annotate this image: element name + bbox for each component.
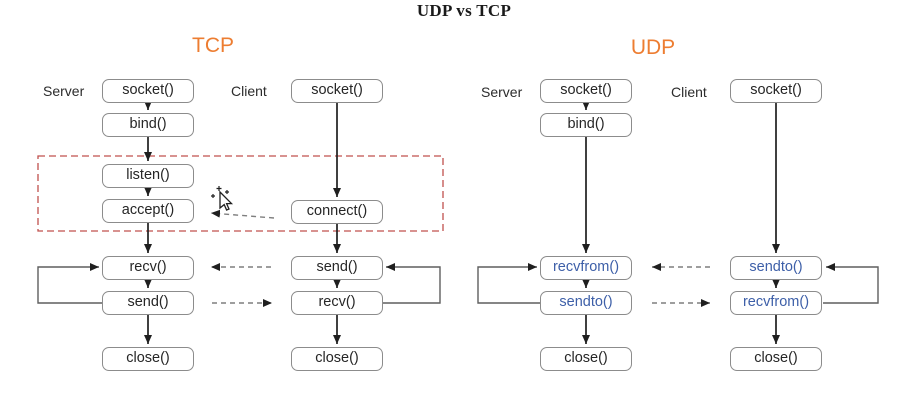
udp-client-label: Client [671, 84, 707, 100]
udp-section-header: UDP [630, 36, 676, 59]
tcp-client-recv-node: recv() [291, 291, 383, 315]
tcp-server-bind-node: bind() [102, 113, 194, 137]
dashed-exchange-arrows [210, 209, 710, 307]
tcp-section-header: TCP [192, 34, 234, 57]
tcp-server-label: Server [43, 83, 85, 99]
tcp-server-close-node: close() [102, 347, 194, 371]
tcp-client-socket-node: socket() [291, 79, 383, 103]
tcp-server-recv-node: recv() [102, 256, 194, 280]
udp-client-recvfrom-node: recvfrom() [730, 291, 822, 315]
udp-server-label: Server [481, 84, 523, 100]
udp-flow-arrows [582, 101, 780, 344]
tcp-flow-arrows [144, 101, 341, 344]
udp-server-sendto-node: sendto() [540, 291, 632, 315]
tcp-server-socket-node: socket() [102, 79, 194, 103]
page-title: UDP vs TCP [416, 1, 512, 20]
loop-arrows [37, 263, 879, 304]
udp-server-close-node: close() [540, 347, 632, 371]
udp-server-bind-node: bind() [540, 113, 632, 137]
tcp-client-send-node: send() [291, 256, 383, 280]
mouse-cursor-icon [211, 186, 234, 211]
udp-server-recvfrom-node: recvfrom() [540, 256, 632, 280]
tcp-server-accept-node: accept() [102, 199, 194, 223]
tcp-client-close-node: close() [291, 347, 383, 371]
tcp-client-label: Client [231, 83, 267, 99]
tcp-server-listen-node: listen() [102, 164, 194, 188]
tcp-handshake-dashed-region [37, 155, 444, 232]
udp-server-socket-node: socket() [540, 79, 632, 103]
udp-client-close-node: close() [730, 347, 822, 371]
udp-client-socket-node: socket() [730, 79, 822, 103]
udp-client-sendto-node: sendto() [730, 256, 822, 280]
tcp-server-send-node: send() [102, 291, 194, 315]
tcp-client-connect-node: connect() [291, 200, 383, 224]
